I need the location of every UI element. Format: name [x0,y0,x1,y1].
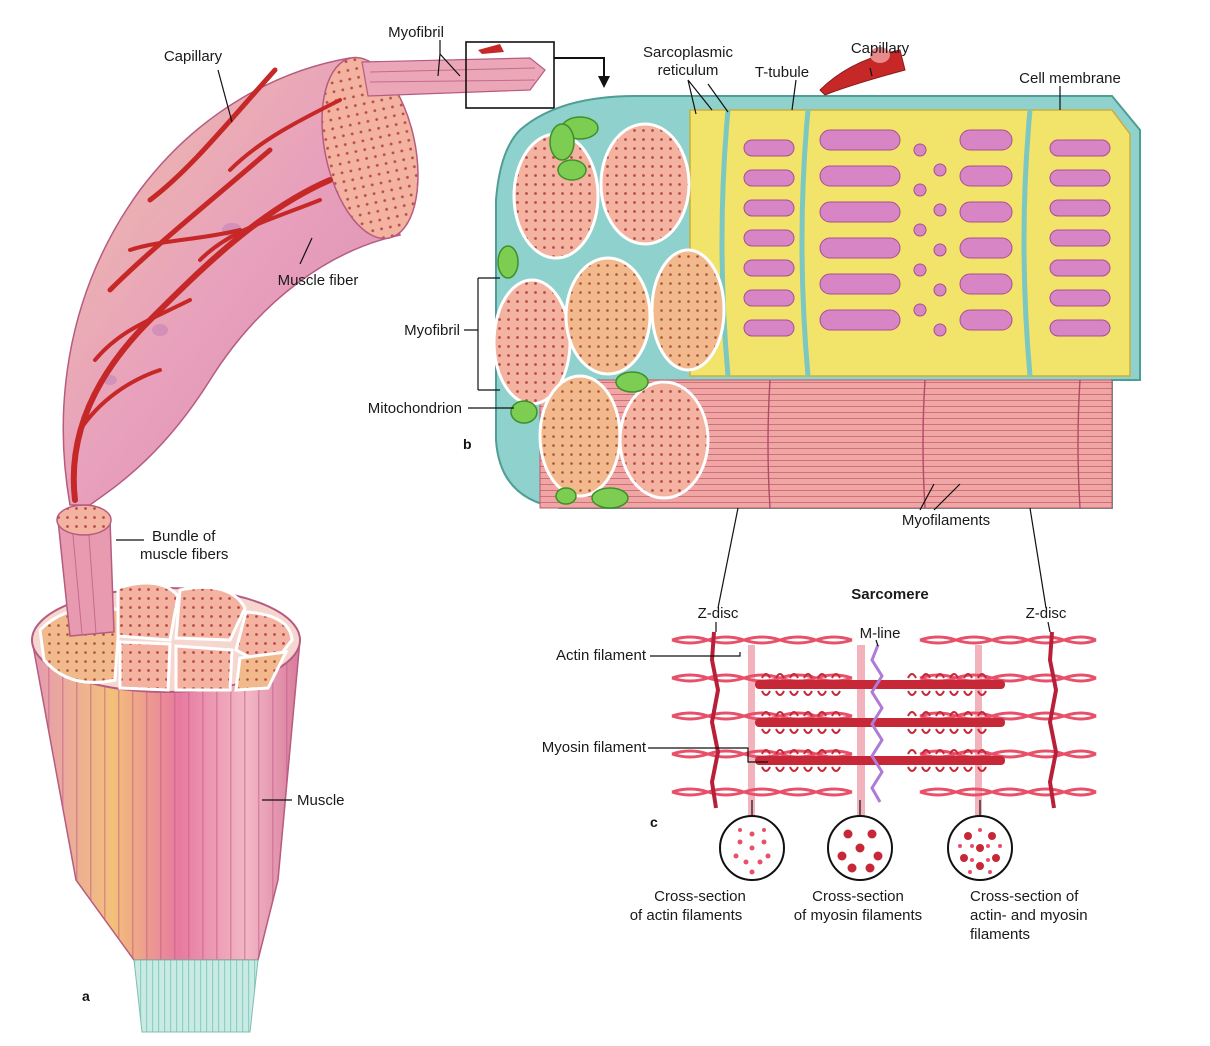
m-line [870,644,884,803]
z-disc-left [709,631,721,809]
label-m-line: M-line [859,625,901,642]
label-cell-membrane: Cell membrane [1019,70,1121,87]
label-cs-actin-line1: Cross-section [654,888,746,905]
label-cs-both-line2: actin- and myosin [970,907,1088,924]
leader-lines [116,40,1061,816]
label-cs-myosin-line1: Cross-section [812,888,904,905]
fiber-detail-illustration [492,47,1141,509]
label-cs-myosin-line2: of myosin filaments [793,907,923,924]
panel-label-a: a [82,988,90,1004]
panel-label-b: b [463,436,472,452]
label-capillary-right: Capillary [850,40,910,57]
sarcomere-illustration [671,631,1097,823]
cross-section-myosin [827,815,893,881]
zoom-arrow [554,57,605,80]
label-z-disc-right: Z-disc [1025,605,1067,622]
capillary-network [70,67,342,503]
label-bundle-line1: Bundle of [152,528,216,545]
cross-section-both [947,815,1013,881]
label-bundle-line2: muscle fibers [140,546,229,563]
label-cs-both-line3: filaments [970,926,1031,943]
label-t-tubule: T-tubule [754,64,810,81]
label-sarcomere: Sarcomere [851,586,929,603]
muscle-illustration [31,587,301,1033]
label-myosin-filament: Myosin filament [541,739,646,756]
fascicle-cross-sections [38,581,294,692]
z-disc-right [1047,631,1059,809]
actin-filaments [671,635,1097,797]
label-muscle: Muscle [297,792,345,809]
cross-section-actin [719,815,785,881]
myofibril-strand [361,44,546,97]
label-actin-filament: Actin filament [555,647,646,664]
label-sarcoplasmic-line2: reticulum [657,62,719,79]
label-sarcoplasmic-line1: Sarcoplasmic [642,44,734,61]
bundle-of-muscle-fibers [56,504,115,637]
label-capillary-left: Capillary [163,48,223,65]
label-mitochondrion: Mitochondrion [367,400,462,417]
label-myofibril-top: Myofibril [388,24,444,41]
label-cs-actin-line2: of actin filaments [629,907,743,924]
label-z-disc-left: Z-disc [697,605,739,622]
muscle-fiber-illustration [62,56,419,506]
label-cs-both-line1: Cross-section of [970,888,1079,905]
panel-label-c: c [650,814,658,830]
label-muscle-fiber: Muscle fiber [277,272,359,289]
myosin-filaments [755,673,1005,772]
zoom-box [465,41,555,109]
label-myofilaments: Myofilaments [901,512,991,529]
label-myofibril-mid: Myofibril [404,322,460,339]
